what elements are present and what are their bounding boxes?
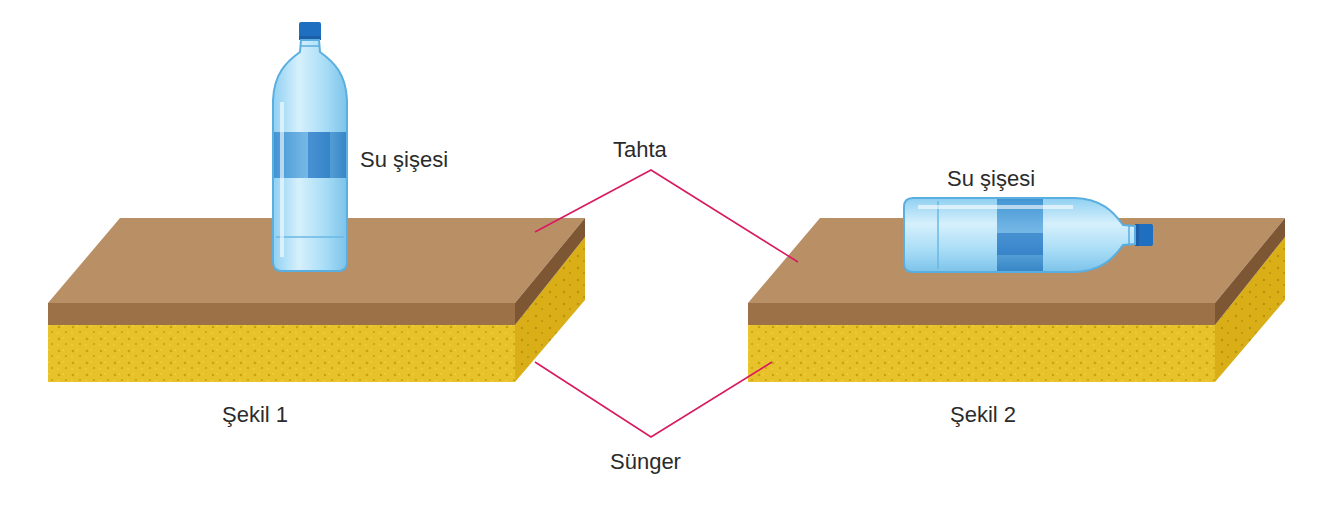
leader-line [535, 170, 798, 262]
text-label: Şekil 1 [222, 403, 288, 427]
leader-line [535, 362, 772, 437]
water-bottle [273, 22, 347, 271]
text-label: Tahta [613, 138, 667, 162]
text-label: Sünger [610, 450, 681, 474]
text-label: Su şişesi [360, 148, 448, 172]
water-bottle [904, 198, 1153, 272]
text-label: Su şişesi [947, 167, 1035, 191]
text-label: Şekil 2 [950, 403, 1016, 427]
